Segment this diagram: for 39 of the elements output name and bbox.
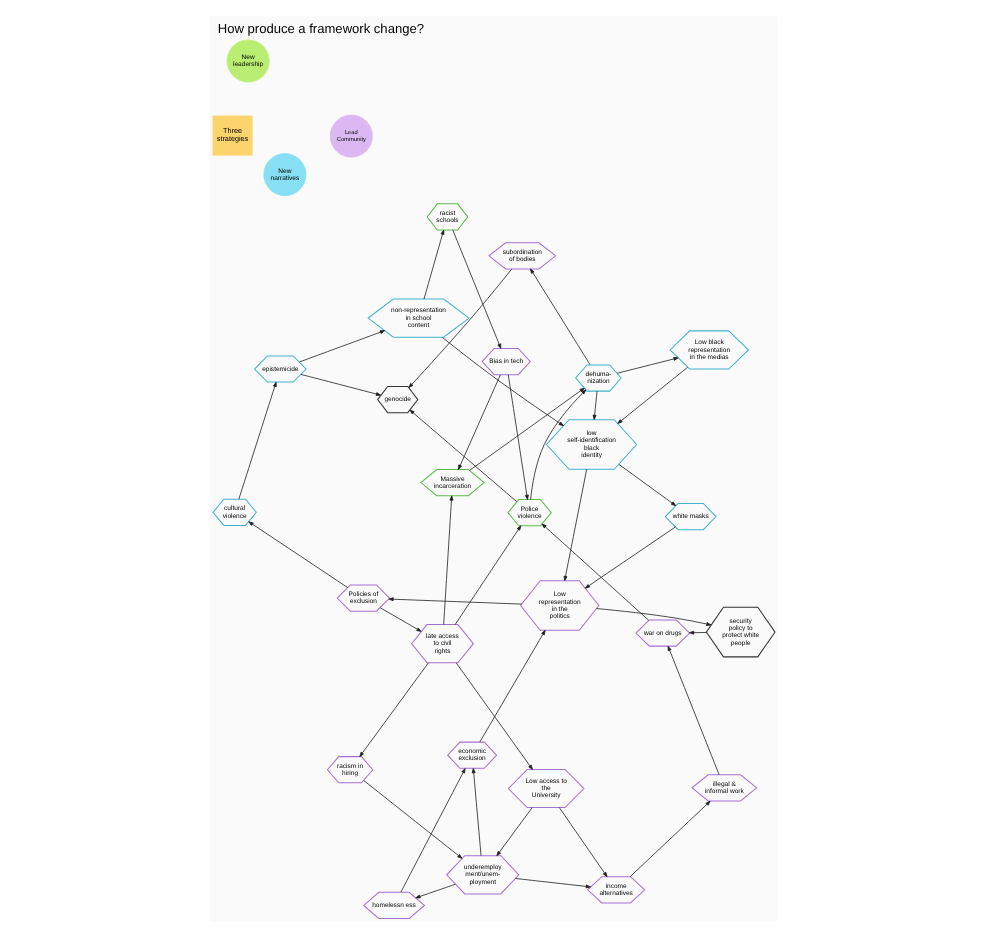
arrow	[530, 389, 587, 500]
arrow	[454, 525, 522, 625]
arrow	[541, 523, 650, 621]
arrow	[400, 768, 466, 893]
arrow	[558, 807, 608, 878]
arrow	[617, 366, 689, 424]
arrow	[300, 374, 382, 396]
arrow	[238, 381, 277, 500]
arrow	[441, 336, 564, 427]
arrow	[443, 495, 454, 625]
arrow	[415, 883, 456, 899]
arrow	[423, 229, 445, 300]
arrow	[359, 662, 429, 757]
arrow	[563, 468, 588, 582]
arrow	[596, 608, 712, 626]
arrow	[455, 662, 533, 770]
arrow	[408, 268, 513, 388]
arrow	[584, 526, 676, 589]
arrow	[479, 629, 546, 743]
arrow	[689, 630, 707, 635]
arrow	[452, 229, 502, 349]
arrow	[469, 387, 585, 471]
arrow	[592, 390, 598, 420]
arrow	[616, 357, 679, 374]
arrow	[496, 807, 533, 857]
arrow	[515, 878, 591, 889]
arrow	[409, 409, 518, 503]
arrow	[248, 521, 348, 588]
arrow	[388, 597, 523, 605]
arrow	[667, 645, 720, 776]
arrow	[379, 607, 422, 632]
arrow	[458, 374, 501, 470]
arrow	[471, 768, 482, 856]
arrow	[629, 800, 711, 878]
arrow	[507, 374, 529, 500]
arrow	[618, 463, 677, 507]
arrow	[299, 330, 385, 363]
arrow	[363, 780, 463, 859]
arrow	[530, 268, 591, 366]
